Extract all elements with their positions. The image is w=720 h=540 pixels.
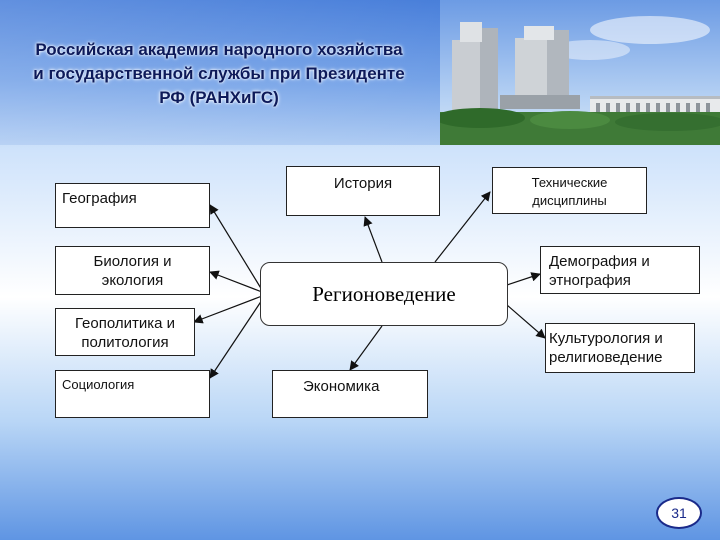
node-biology-line-1: Биология и xyxy=(93,253,172,270)
title-line-2: и государственной службы при Президенте xyxy=(33,64,405,83)
page-number-label: 31 xyxy=(671,505,687,521)
node-sociology-label: Социология xyxy=(62,377,135,392)
node-history-label: История xyxy=(333,175,393,192)
arrow-to-sociology xyxy=(209,299,263,379)
page-number: 31 xyxy=(656,497,702,529)
arrow-to-biology xyxy=(209,270,263,293)
academy-buildings-photo xyxy=(440,0,720,145)
node-biology: Биология и экология xyxy=(55,246,210,295)
arrow-to-geopolitics xyxy=(193,295,263,324)
node-geopolitics-line-2: политология xyxy=(81,334,169,351)
arrow-to-geography xyxy=(209,204,263,291)
arrow-to-demography xyxy=(506,272,541,286)
node-geopolitics: Геополитика и политология xyxy=(55,308,195,356)
node-center-regional-studies: Регионоведение xyxy=(260,262,508,326)
title-line-3: РФ (РАНХиГС) xyxy=(159,88,279,107)
node-culturology-line-2: религиоведение xyxy=(549,349,663,366)
node-geography-label: География xyxy=(62,190,137,207)
node-biology-line-2: экология xyxy=(101,272,164,289)
node-geography: География xyxy=(55,183,210,228)
title-line-1: Российская академия народного хозяйства xyxy=(35,40,403,59)
node-economics: Экономика xyxy=(272,370,428,418)
header-band xyxy=(0,0,440,145)
slide-title: Российская академия народного хозяйства … xyxy=(0,38,438,110)
header: Российская академия народного хозяйства … xyxy=(0,0,720,145)
arrow-to-technical xyxy=(434,191,491,263)
node-economics-label: Экономика xyxy=(303,378,380,395)
node-culturology: Культурология и религиоведение xyxy=(545,323,695,373)
node-culturology-line-1: Культурология и xyxy=(549,330,663,347)
arrow-to-economics xyxy=(349,325,383,371)
arrow-to-culturology xyxy=(506,304,546,339)
node-technical-line-1: Технические xyxy=(531,175,608,190)
node-demography-line-2: этнография xyxy=(549,272,631,289)
node-history: История xyxy=(286,166,440,216)
node-technical: Технические дисциплины xyxy=(492,167,647,214)
node-sociology: Социология xyxy=(55,370,210,418)
node-demography-line-1: Демография и xyxy=(549,253,650,270)
node-technical-line-2: дисциплины xyxy=(532,193,607,208)
node-center-label: Регионоведение xyxy=(312,281,456,306)
node-demography: Демография и этнография xyxy=(540,246,700,294)
arrow-to-history xyxy=(363,216,383,263)
node-geopolitics-line-1: Геополитика и xyxy=(74,315,176,332)
